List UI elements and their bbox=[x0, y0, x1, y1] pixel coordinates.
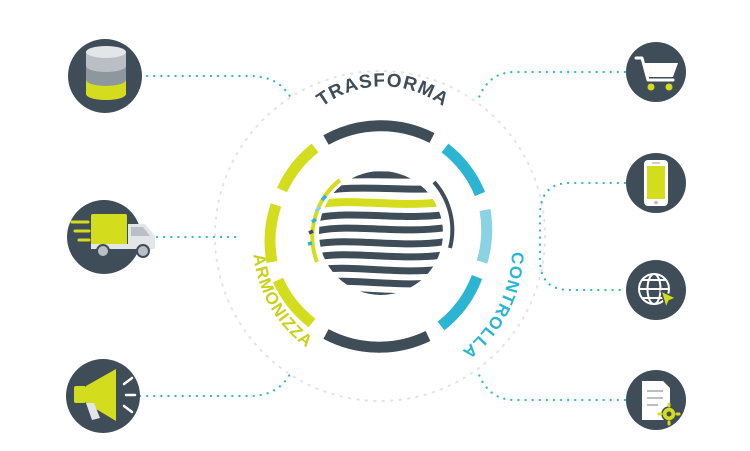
node-document bbox=[626, 370, 686, 430]
node-cart bbox=[626, 42, 686, 102]
shopping-cart-icon bbox=[634, 56, 678, 91]
node-web bbox=[626, 260, 686, 320]
connectors-right bbox=[476, 70, 627, 402]
node-truck bbox=[67, 200, 155, 274]
node-phone bbox=[626, 153, 686, 213]
segmented-ring bbox=[264, 120, 493, 353]
label-trasforma: TRASFORMA bbox=[313, 70, 453, 111]
inner-arcs bbox=[310, 178, 455, 263]
globe-cursor-icon bbox=[638, 273, 677, 309]
label-armonizza: ARMONIZZA bbox=[249, 253, 316, 352]
tick-dashes bbox=[307, 194, 328, 246]
globe-icon bbox=[319, 171, 443, 295]
megaphone-icon bbox=[74, 369, 137, 421]
delivery-truck-icon bbox=[70, 214, 155, 258]
node-megaphone bbox=[66, 359, 140, 433]
connectors-left bbox=[138, 74, 294, 398]
smartphone-icon bbox=[644, 160, 668, 206]
database-icon bbox=[86, 46, 126, 100]
label-controlla: CONTROLLA bbox=[459, 251, 527, 363]
outer-dotted-ring bbox=[214, 70, 546, 402]
document-gear-icon bbox=[642, 381, 681, 426]
node-database bbox=[68, 39, 142, 113]
